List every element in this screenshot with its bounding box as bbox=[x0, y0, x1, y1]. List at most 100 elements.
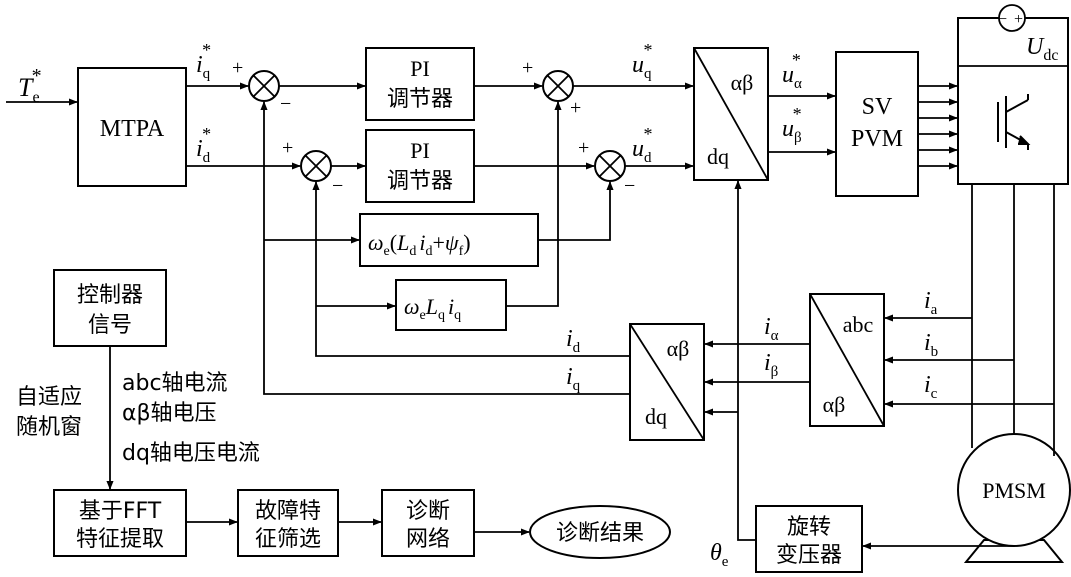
svg-text:uβ*: uβ* bbox=[782, 104, 802, 146]
svg-text:PI: PI bbox=[410, 56, 430, 81]
signal-wires bbox=[6, 82, 1055, 550]
svg-text:控制器: 控制器 bbox=[77, 283, 143, 308]
clarke-block: abc αβ bbox=[809, 293, 885, 427]
sum-junction-iq bbox=[248, 70, 280, 102]
diagnosis-result-node: 诊断结果 bbox=[529, 505, 671, 559]
svg-text:iβ: iβ bbox=[764, 350, 778, 380]
label-iq-star: iq* bbox=[196, 40, 211, 82]
svg-text:ud*: ud* bbox=[632, 124, 653, 166]
svg-text:θe: θe bbox=[710, 540, 729, 570]
svg-text:+: + bbox=[282, 137, 293, 159]
svg-text:征筛选: 征筛选 bbox=[255, 527, 321, 552]
svg-text:−: − bbox=[280, 93, 291, 115]
dc-source-icon bbox=[998, 4, 1026, 32]
svg-text:Te*: Te* bbox=[18, 65, 42, 106]
svg-text:id: id bbox=[566, 326, 581, 356]
svg-text:PI: PI bbox=[410, 138, 430, 163]
svg-text:uα*: uα* bbox=[782, 50, 802, 92]
label-ualpha-star: uα* bbox=[782, 50, 802, 92]
inverter-block: − + Udc bbox=[957, 4, 1069, 185]
svg-text:−: − bbox=[624, 175, 635, 197]
svg-text:变压器: 变压器 bbox=[776, 543, 842, 568]
svg-text:SV: SV bbox=[862, 94, 893, 120]
svg-text:诊断: 诊断 bbox=[406, 499, 450, 524]
svg-text:诊断结果: 诊断结果 bbox=[556, 521, 644, 546]
svg-text:随机窗: 随机窗 bbox=[16, 415, 82, 440]
svg-text:αβ: αβ bbox=[823, 392, 846, 417]
svg-text:基于FFT: 基于FFT bbox=[79, 499, 162, 524]
label-ubeta-star: uβ* bbox=[782, 104, 802, 146]
pi-regulator-q: PI 调节器 bbox=[365, 47, 475, 121]
label-id-feedback: id bbox=[566, 326, 581, 356]
svg-text:旋转: 旋转 bbox=[787, 515, 831, 540]
svg-text:ib: ib bbox=[924, 330, 938, 360]
svg-text:故障特: 故障特 bbox=[255, 499, 321, 524]
svg-text:dq轴电压电流: dq轴电压电流 bbox=[122, 441, 260, 466]
junction-signs: + − + − + + + − bbox=[232, 57, 635, 197]
fft-feature-block: 基于FFT 特征提取 bbox=[53, 489, 187, 557]
label-ud-star: ud* bbox=[632, 124, 653, 166]
svg-text:调节器: 调节器 bbox=[387, 87, 453, 112]
svg-text:+: + bbox=[578, 137, 589, 159]
svg-text:iα: iα bbox=[764, 314, 779, 344]
svg-text:αβ: αβ bbox=[731, 70, 754, 95]
svg-text:ic: ic bbox=[924, 372, 938, 402]
svg-text:abc轴电流: abc轴电流 bbox=[122, 371, 228, 396]
svg-text:+: + bbox=[232, 57, 243, 79]
svg-text:网络: 网络 bbox=[406, 527, 450, 552]
sum-junction-ud bbox=[594, 150, 626, 182]
svg-text:−: − bbox=[332, 175, 343, 197]
inverse-park-block: αβ dq bbox=[693, 47, 769, 181]
svg-text:+: + bbox=[1014, 11, 1023, 28]
svg-text:+: + bbox=[570, 97, 581, 119]
svg-text:αβ: αβ bbox=[667, 336, 690, 361]
svg-text:PVM: PVM bbox=[851, 126, 903, 152]
sum-junction-uq bbox=[542, 70, 574, 102]
svg-text:信号: 信号 bbox=[88, 313, 132, 338]
label-ib: ib bbox=[924, 330, 938, 360]
svg-text:特征提取: 特征提取 bbox=[76, 527, 164, 552]
label-iq-feedback: iq bbox=[566, 364, 581, 394]
label-id-star: id* bbox=[196, 124, 211, 166]
svg-text:dq: dq bbox=[645, 404, 667, 429]
svg-text:αβ轴电压: αβ轴电压 bbox=[122, 401, 217, 426]
pi-regulator-d: PI 调节器 bbox=[365, 129, 475, 203]
feature-data-label: abc轴电流 αβ轴电压 dq轴电压电流 bbox=[122, 371, 260, 466]
mtpa-block: MTPA bbox=[77, 67, 187, 187]
svg-text:+: + bbox=[522, 57, 533, 79]
label-ibeta: iβ bbox=[764, 350, 778, 380]
svg-text:dq: dq bbox=[707, 144, 729, 169]
svg-text:uq*: uq* bbox=[632, 40, 653, 82]
sum-junction-id bbox=[300, 150, 332, 182]
resolver-block: 旋转 变压器 bbox=[755, 505, 863, 573]
svg-text:iq*: iq* bbox=[196, 40, 211, 82]
svg-text:MTPA: MTPA bbox=[100, 116, 165, 142]
svg-text:自适应: 自适应 bbox=[16, 385, 82, 410]
controller-signal-block: 控制器 信号 bbox=[53, 269, 167, 347]
svg-text:abc: abc bbox=[843, 312, 874, 337]
label-te-star: Te* bbox=[18, 65, 42, 106]
label-ic: ic bbox=[924, 372, 938, 402]
label-uq-star: uq* bbox=[632, 40, 653, 82]
igbt-icon bbox=[997, 94, 1031, 150]
diagnosis-network-block: 诊断 网络 bbox=[381, 489, 475, 557]
svg-text:−: − bbox=[998, 11, 1007, 28]
fault-feature-block: 故障特 征筛选 bbox=[237, 489, 339, 557]
label-ialpha: iα bbox=[764, 314, 779, 344]
svg-text:PMSM: PMSM bbox=[982, 478, 1046, 503]
svpwm-block: SV PVM bbox=[835, 51, 919, 197]
svg-text:ia: ia bbox=[924, 288, 938, 318]
label-theta-e: θe bbox=[710, 540, 729, 570]
svg-text:id*: id* bbox=[196, 124, 211, 166]
svg-text:调节器: 调节器 bbox=[387, 169, 453, 194]
adaptive-window-label: 自适应 随机窗 bbox=[16, 385, 82, 440]
label-ia: ia bbox=[924, 288, 938, 318]
park-block: αβ dq bbox=[629, 323, 705, 441]
svg-text:Udc: Udc bbox=[1026, 34, 1058, 64]
